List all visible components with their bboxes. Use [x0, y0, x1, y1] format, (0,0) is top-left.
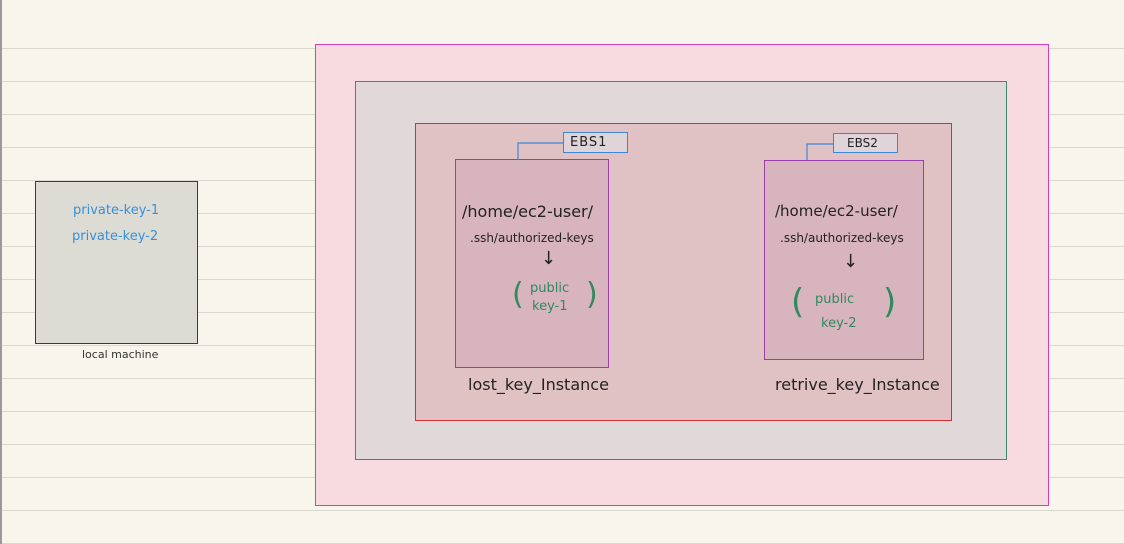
instance-1-box: /home/ec2-user/ .ssh/authorized-keys ↓ (… [455, 159, 609, 368]
private-key-1-label: private-key-1 [73, 203, 160, 218]
instance-2-public-key-close-paren: ) [883, 282, 897, 322]
local-machine-box: private-key-1 private-key-2 [35, 181, 198, 344]
instance-1-label: lost_key_Instance [468, 375, 609, 394]
instance-2-path-line2: .ssh/authorized-keys [780, 231, 904, 245]
instance-2-public-key-open-paren: ( [791, 282, 805, 322]
ebs1-box: EBS1 [563, 132, 628, 153]
ebs2-box: EBS2 [833, 133, 898, 153]
notebook-margin-line [0, 0, 2, 544]
ebs1-label: EBS1 [570, 135, 608, 150]
ebs2-label: EBS2 [847, 136, 878, 150]
private-key-2-label: private-key-2 [72, 229, 159, 244]
local-machine-label: local machine [82, 348, 159, 361]
instance-2-public-key-line1: public [815, 292, 855, 307]
instance-1-public-key-open-paren: ( [512, 277, 524, 312]
instance-2-public-key-line2: key-2 [821, 316, 857, 331]
instance-1-path-line1: /home/ec2-user/ [462, 202, 594, 221]
instance-2-arrow-icon: ↓ [843, 251, 859, 272]
instance-1-public-key-close-paren: ) [586, 277, 598, 312]
instance-1-path-line2: .ssh/authorized-keys [470, 231, 594, 245]
instance-2-box: /home/ec2-user/ .ssh/authorized-keys ↓ (… [764, 160, 924, 360]
instance-1-arrow-icon: ↓ [541, 248, 557, 269]
instance-1-public-key-line1: public [530, 281, 570, 296]
instance-1-public-key-line2: key-1 [532, 299, 568, 314]
instance-2-path-line1: /home/ec2-user/ [775, 202, 898, 220]
instance-2-label: retrive_key_Instance [775, 375, 940, 394]
